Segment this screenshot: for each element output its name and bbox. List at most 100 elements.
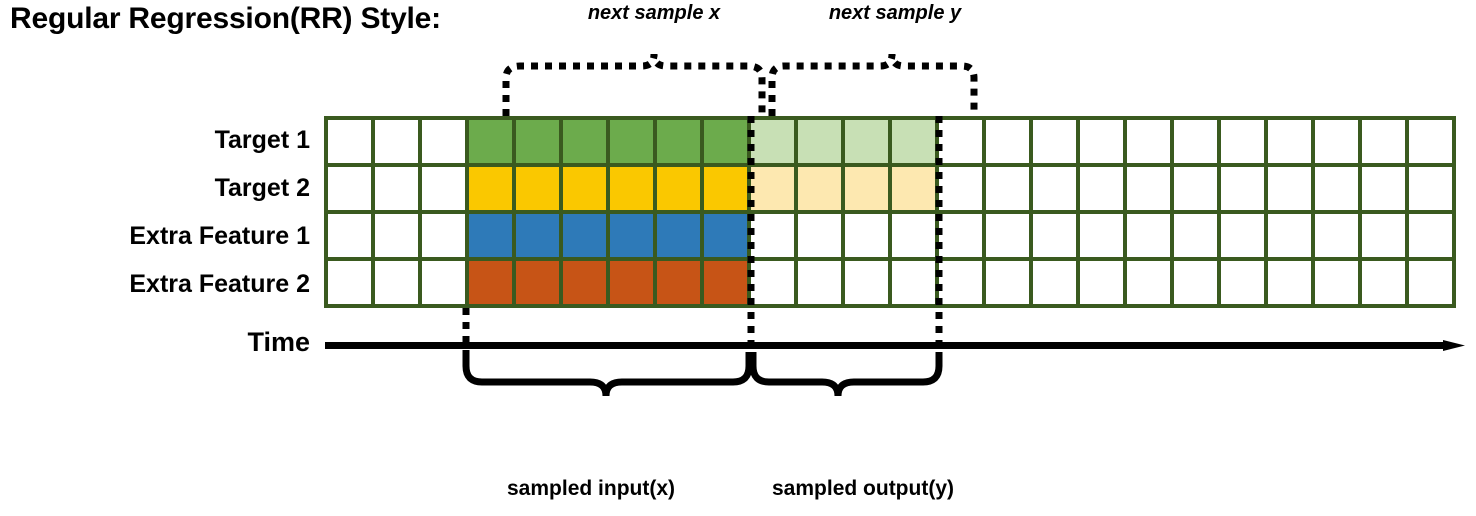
caption-sampled-output: sampled output(y) horizon=4 output_featu… [772,421,999,516]
timeseries-grid [324,116,1456,308]
grid-cell-extra-feature-2-13 [939,261,982,304]
grid-cell-target-1-8 [704,120,747,163]
grid-cell-target-1-1 [375,120,418,163]
grid-cell-target-1-10 [798,120,841,163]
grid-cell-extra-feature-1-9 [751,214,794,257]
next-sample-y-label: next sample y [828,2,962,24]
grid-cell-target-1-11 [845,120,888,163]
grid-cell-target-2-10 [798,167,841,210]
grid-cell-target-2-3 [469,167,512,210]
grid-cell-target-1-23 [1409,120,1452,163]
grid-cell-extra-feature-1-11 [845,214,888,257]
time-axis-arrow [325,340,1465,351]
grid-cell-target-1-0 [328,120,371,163]
grid-cell-target-1-12 [892,120,935,163]
grid-cell-extra-feature-1-18 [1174,214,1217,257]
grid-row-extra-feature-1 [328,214,1452,257]
grid-cell-extra-feature-1-4 [516,214,559,257]
grid-cell-extra-feature-2-9 [751,261,794,304]
grid-cell-target-1-19 [1221,120,1264,163]
grid-cell-target-2-18 [1174,167,1217,210]
grid-cell-extra-feature-1-2 [422,214,465,257]
grid-cell-extra-feature-2-5 [563,261,606,304]
grid-cell-extra-feature-2-7 [657,261,700,304]
grid-cell-target-2-4 [516,167,559,210]
grid-cell-extra-feature-1-13 [939,214,982,257]
grid-cell-target-2-17 [1127,167,1170,210]
grid-cell-extra-feature-2-4 [516,261,559,304]
caption-input-line1: sampled input(x) [507,477,676,500]
grid-cell-target-1-21 [1315,120,1358,163]
grid-cell-target-1-2 [422,120,465,163]
grid-cell-extra-feature-2-3 [469,261,512,304]
grid-cell-extra-feature-1-20 [1268,214,1311,257]
top-dotted-braces [502,53,978,116]
grid-cell-target-1-15 [1033,120,1076,163]
grid-cell-target-2-11 [845,167,888,210]
grid-cell-extra-feature-1-5 [563,214,606,257]
row-label-extra-feature-2: Extra Feature 2 [129,270,310,298]
grid-cell-extra-feature-1-1 [375,214,418,257]
grid-cell-extra-feature-1-17 [1127,214,1170,257]
next-sample-x-label: next sample x [587,2,721,24]
grid-cell-target-1-13 [939,120,982,163]
grid-row-target-2 [328,167,1452,210]
grid-cell-extra-feature-2-21 [1315,261,1358,304]
grid-cell-extra-feature-2-1 [375,261,418,304]
grid-cell-extra-feature-1-19 [1221,214,1264,257]
caption-output-line1: sampled output(y) [772,477,954,500]
grid-cell-extra-feature-2-0 [328,261,371,304]
grid-cell-target-1-7 [657,120,700,163]
grid-cell-target-2-8 [704,167,747,210]
grid-cell-target-2-19 [1221,167,1264,210]
grid-cell-target-2-1 [375,167,418,210]
grid-cell-target-2-12 [892,167,935,210]
grid-cell-target-2-7 [657,167,700,210]
grid-cell-extra-feature-2-16 [1080,261,1123,304]
grid-cell-extra-feature-2-19 [1221,261,1264,304]
page-title: Regular Regression(RR) Style: [10,2,441,35]
grid-cell-extra-feature-1-23 [1409,214,1452,257]
grid-cell-extra-feature-2-8 [704,261,747,304]
grid-cell-extra-feature-2-17 [1127,261,1170,304]
row-label-target-1: Target 1 [214,126,310,154]
grid-cell-target-2-20 [1268,167,1311,210]
grid-cell-target-2-22 [1362,167,1405,210]
grid-cell-extra-feature-1-3 [469,214,512,257]
grid-cell-target-1-6 [610,120,653,163]
grid-cell-extra-feature-2-23 [1409,261,1452,304]
grid-cell-target-2-0 [328,167,371,210]
grid-cell-target-1-4 [516,120,559,163]
grid-cell-target-1-16 [1080,120,1123,163]
grid-cell-target-2-13 [939,167,982,210]
grid-cell-extra-feature-1-0 [328,214,371,257]
grid-cell-target-1-5 [563,120,606,163]
grid-cell-extra-feature-2-6 [610,261,653,304]
grid-cell-extra-feature-1-12 [892,214,935,257]
grid-cell-extra-feature-2-10 [798,261,841,304]
grid-row-extra-feature-2 [328,261,1452,304]
grid-cell-extra-feature-2-14 [986,261,1029,304]
grid-cell-target-2-21 [1315,167,1358,210]
grid-cell-target-1-3 [469,120,512,163]
grid-cell-target-1-18 [1174,120,1217,163]
grid-cell-extra-feature-2-22 [1362,261,1405,304]
grid-cell-extra-feature-2-12 [892,261,935,304]
time-axis-label: Time [247,327,310,357]
grid-cell-extra-feature-2-18 [1174,261,1217,304]
row-label-target-2: Target 2 [214,174,310,202]
grid-cell-extra-feature-2-15 [1033,261,1076,304]
grid-cell-extra-feature-1-16 [1080,214,1123,257]
grid-cell-target-2-2 [422,167,465,210]
grid-cell-target-1-17 [1127,120,1170,163]
row-label-column: Target 1 Target 2 Extra Feature 1 Extra … [0,116,316,308]
bottom-braces [462,352,943,397]
grid-cell-target-2-9 [751,167,794,210]
grid-cell-target-2-14 [986,167,1029,210]
grid-cell-extra-feature-1-10 [798,214,841,257]
grid-cell-extra-feature-2-2 [422,261,465,304]
grid-cell-target-2-15 [1033,167,1076,210]
grid-cell-extra-feature-1-22 [1362,214,1405,257]
grid-cell-target-2-6 [610,167,653,210]
